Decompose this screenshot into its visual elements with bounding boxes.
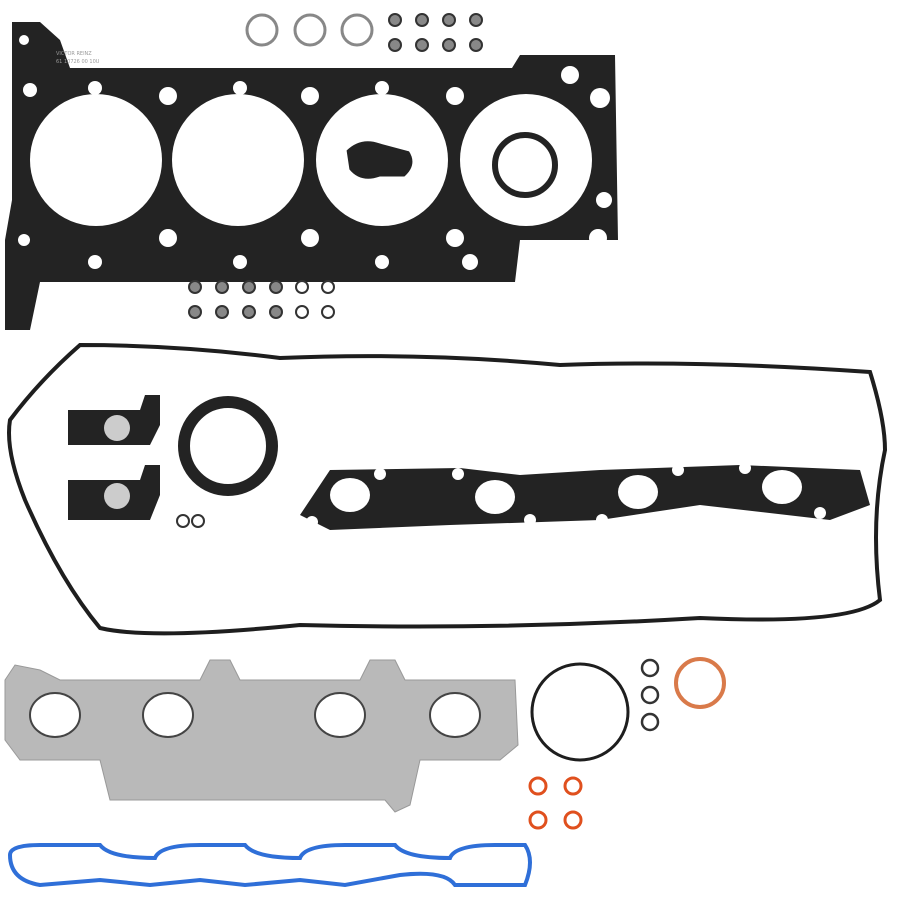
top-seal-rings — [245, 13, 374, 47]
copper-washer — [674, 657, 726, 709]
turbo-flange-gaskets — [68, 395, 160, 520]
small-clips — [176, 514, 205, 528]
exhaust-ring-gasket — [178, 396, 278, 496]
valve-cover-gasket — [7, 342, 888, 636]
intake-manifold-gasket — [7, 843, 532, 888]
exhaust-manifold-gasket — [4, 659, 519, 813]
gasket-stamp-brand: VICTOR REINZ — [56, 51, 92, 57]
gasket-stamp-code: 61 10726 00 10U — [56, 59, 100, 65]
cylinder-head-gasket: VICTOR REINZ 61 10726 00 10U — [5, 22, 618, 330]
valve-stem-seals-bottom — [188, 280, 335, 319]
orange-orings — [528, 776, 583, 830]
valve-stem-seals-top — [388, 13, 483, 52]
small-rings-right — [640, 658, 660, 732]
manifold-gasket-black — [300, 462, 870, 530]
black-oring — [530, 662, 630, 762]
